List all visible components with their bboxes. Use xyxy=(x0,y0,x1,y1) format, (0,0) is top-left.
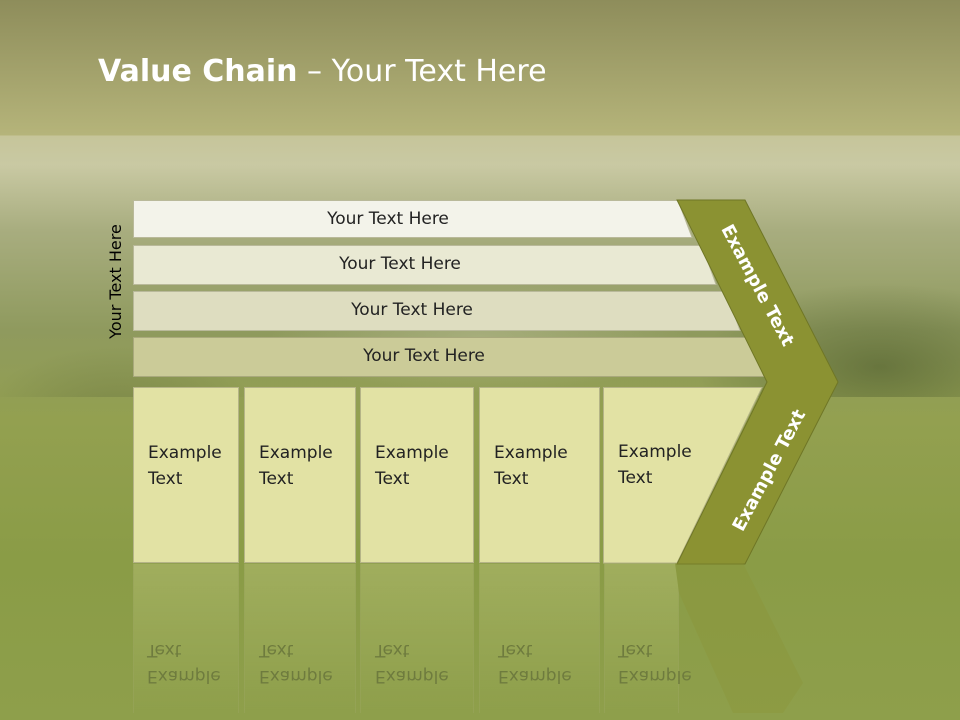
row-3-label: Your Text Here xyxy=(351,300,473,320)
reflection-cell-5 xyxy=(604,563,679,713)
title-bold: Value Chain xyxy=(98,54,298,89)
reflection-cell-3 xyxy=(360,563,474,713)
cell-5-line2: Text xyxy=(618,468,653,488)
cell-5[interactable]: Example Text xyxy=(604,387,694,563)
row-2-shape xyxy=(133,245,717,285)
row-4-label: Your Text Here xyxy=(363,346,485,366)
reflection-cell-2 xyxy=(244,563,356,713)
cell-3-line2: Text xyxy=(375,469,410,489)
cell-4[interactable]: Example Text xyxy=(479,387,600,563)
cell-2[interactable]: Example Text xyxy=(244,387,356,563)
page-title: Value Chain – Your Text Here xyxy=(98,54,547,89)
value-chevron[interactable] xyxy=(675,199,845,567)
reflection-cell-1 xyxy=(133,563,239,713)
side-label: Your Text Here xyxy=(106,224,125,339)
cell-3-line1: Example xyxy=(375,443,449,463)
cell-2-line2: Text xyxy=(259,469,294,489)
row-2[interactable]: Your Text Here xyxy=(133,245,717,285)
cell-2-line1: Example xyxy=(259,443,333,463)
cell-1-line1: Example xyxy=(148,443,222,463)
row-2-label: Your Text Here xyxy=(339,254,461,274)
row-3-shape xyxy=(133,291,741,331)
cell-1-line2: Text xyxy=(148,469,183,489)
row-1[interactable]: Your Text Here xyxy=(133,200,693,238)
cell-5-line1: Example xyxy=(618,442,692,462)
cell-3[interactable]: Example Text xyxy=(360,387,474,563)
title-rest: – Your Text Here xyxy=(297,54,547,89)
cell-1[interactable]: Example Text xyxy=(133,387,239,563)
row-1-label: Your Text Here xyxy=(327,209,449,229)
row-1-shape xyxy=(133,200,693,238)
row-4[interactable]: Your Text Here xyxy=(133,337,765,377)
cell-4-line2: Text xyxy=(494,469,529,489)
reflection-cell-4 xyxy=(479,563,600,713)
cell-4-line1: Example xyxy=(494,443,568,463)
reflection-chevron xyxy=(675,563,803,713)
row-3[interactable]: Your Text Here xyxy=(133,291,741,331)
